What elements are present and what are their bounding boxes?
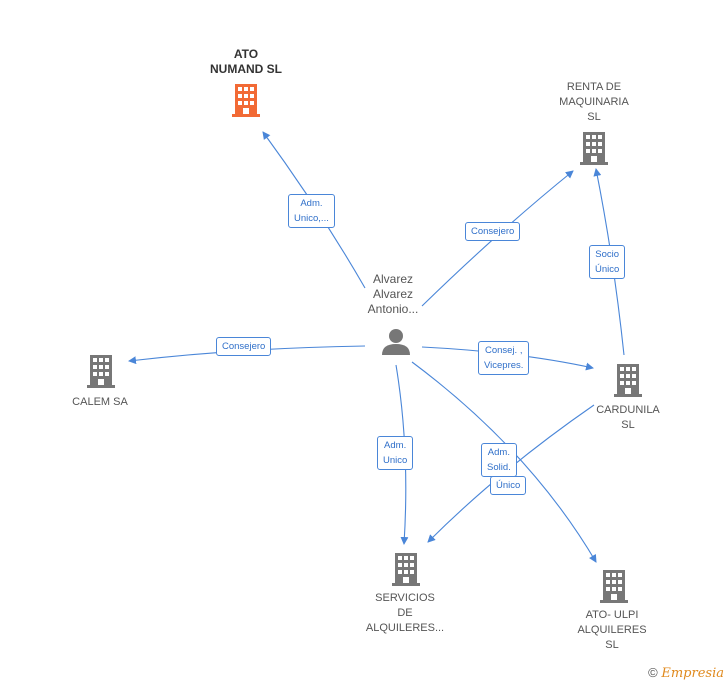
edge-label-consej-vicepres[interactable]: Consej. , Vicepres. (478, 341, 530, 375)
person-icon (382, 329, 410, 355)
building-icon (600, 570, 628, 603)
node-label-calem[interactable]: CALEM SA (72, 396, 128, 408)
node-label-servicios[interactable]: SERVICIOS DE ALQUILERES... (365, 592, 445, 634)
copyright-symbol: © (648, 665, 658, 680)
node-label-renta-de-maquinaria[interactable]: RENTA DE MAQUINARIA SL (559, 81, 629, 123)
building-icon (614, 364, 642, 397)
building-icon (232, 84, 260, 117)
edge-label-adm-solid[interactable]: Adm. Solid. (481, 443, 517, 477)
node-label-ato-numand[interactable]: ATO NUMAND SL (210, 47, 282, 76)
building-icon (392, 553, 420, 586)
building-icon (87, 355, 115, 388)
edge-label-adm-unico-servicios[interactable]: Adm. Unico (377, 436, 414, 470)
edge-label-socio-unico[interactable]: Socio Único (589, 245, 626, 279)
edge-person-ato-ulpi (411, 361, 597, 563)
building-icon (580, 132, 608, 165)
footer-brand[interactable]: © Empresia (648, 665, 724, 681)
edge-label-adm-unico[interactable]: Adm. Unico,... (288, 194, 335, 228)
node-label-cardunila[interactable]: CARDUNILA SL (596, 404, 660, 431)
node-label-ato-ulpi[interactable]: ATO- ULPI ALQUILERES SL (577, 609, 647, 651)
edge-label-unico[interactable]: Único (490, 476, 527, 495)
node-label-person[interactable]: Alvarez Alvarez Antonio... (367, 272, 419, 316)
edge-label-consejero-renta[interactable]: Consejero (465, 222, 521, 241)
brand-logo: Empresia (661, 666, 724, 681)
edge-label-consejero-calem[interactable]: Consejero (216, 337, 272, 356)
